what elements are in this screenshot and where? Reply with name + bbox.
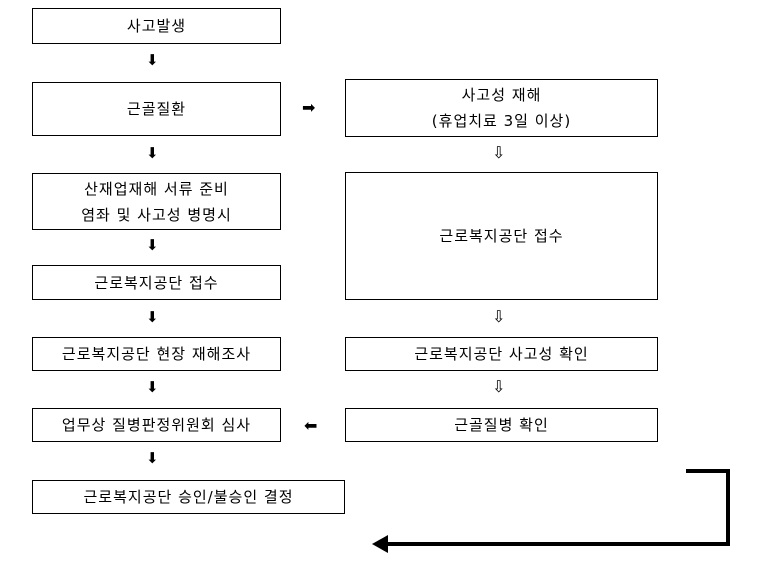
step-kcomwel-receipt-right: 근로복지공단 접수 — [345, 172, 658, 300]
step-label: 근로복지공단 사고성 확인 — [414, 345, 589, 363]
step-onsite-investigation: 근로복지공단 현장 재해조사 — [32, 337, 281, 371]
step-label: 업무상 질병판정위원회 심사 — [61, 416, 252, 434]
hollow-down-arrow-icon: ⇩ — [492, 377, 506, 396]
right-arrow-icon: ➡ — [302, 98, 316, 117]
step-prepare-documents: 산재업재해 서류 준비 염좌 및 사고성 병명시 — [32, 173, 281, 230]
step-committee-review: 업무상 질병판정위원회 심사 — [32, 408, 281, 442]
step-accident-confirmation: 근로복지공단 사고성 확인 — [345, 337, 658, 371]
step-label-line1: 산재업재해 서류 준비 — [84, 179, 229, 198]
down-arrow-icon: ⬇ — [146, 144, 159, 162]
down-arrow-icon: ⬇ — [146, 449, 159, 467]
step-musculoskeletal-disease: 근골질환 — [32, 82, 281, 136]
step-label-line2: (휴업치료 3일 이상) — [431, 112, 572, 130]
step-accident-occurrence: 사고발생 — [32, 8, 281, 44]
down-arrow-icon: ⬇ — [146, 308, 159, 326]
step-label: 근로복지공단 승인/불승인 결정 — [83, 488, 294, 506]
hollow-down-arrow-icon: ⇩ — [492, 307, 506, 326]
step-disease-confirmation: 근골질병 확인 — [345, 408, 658, 442]
step-label: 근로복지공단 접수 — [439, 227, 564, 245]
step-label: 근로복지공단 접수 — [94, 273, 219, 292]
down-arrow-icon: ⬇ — [146, 51, 159, 69]
step-label: 근골질병 확인 — [454, 416, 549, 434]
hollow-down-arrow-icon: ⇩ — [492, 143, 506, 162]
step-label: 사고발생 — [126, 17, 187, 35]
step-label: 근골질환 — [126, 100, 187, 118]
step-label-line2: 염좌 및 사고성 병명시 — [81, 205, 232, 224]
step-label-line1: 사고성 재해 — [461, 86, 542, 104]
down-arrow-icon: ⬇ — [146, 236, 159, 254]
step-kcomwel-receipt: 근로복지공단 접수 — [32, 265, 281, 300]
step-label: 근로복지공단 현장 재해조사 — [61, 345, 252, 363]
down-arrow-icon: ⬇ — [146, 378, 159, 396]
step-approval-decision: 근로복지공단 승인/불승인 결정 — [32, 480, 345, 514]
step-accidental-injury: 사고성 재해 (휴업치료 3일 이상) — [345, 79, 658, 137]
left-arrow-icon: ⬅ — [304, 416, 318, 435]
